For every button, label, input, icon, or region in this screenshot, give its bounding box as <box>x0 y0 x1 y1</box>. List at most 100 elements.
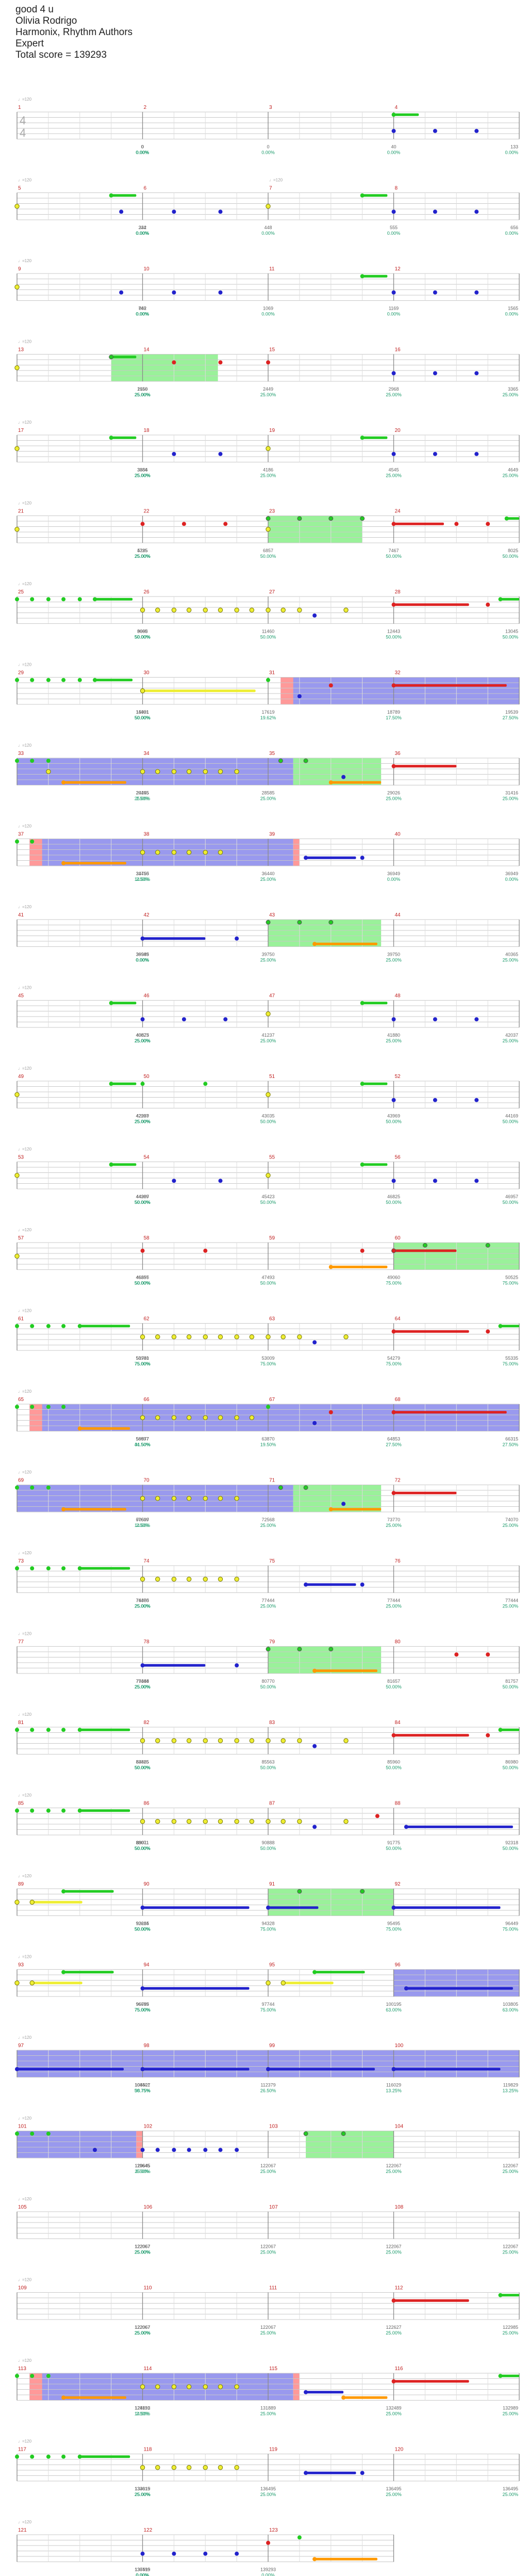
first-measure-score: 749 <box>138 306 146 311</box>
measure-score: 12443 <box>387 629 400 634</box>
note-red <box>360 1248 365 1253</box>
row-end-score: 122067 <box>503 2244 518 2249</box>
measure-score: 46825 <box>387 1194 400 1199</box>
note-yellow <box>140 1334 145 1340</box>
note-green <box>30 1405 35 1409</box>
row-end-score: 31416 <box>505 791 518 796</box>
sustain-tail <box>79 1809 130 1812</box>
row-end-score: 40365 <box>505 952 518 957</box>
note-yellow <box>234 2465 239 2470</box>
measure-number: 96 <box>395 1962 401 1968</box>
note-yellow <box>203 1819 208 1824</box>
measure-number: 68 <box>395 1397 401 1403</box>
measure-percent: 50.00% <box>386 554 402 559</box>
sustain-tail <box>362 1163 388 1166</box>
measure-score: 7467 <box>388 548 399 553</box>
sustain-tail <box>500 1728 519 1731</box>
first-measure-percent: 50.00% <box>135 1927 151 1932</box>
measure-score: 91775 <box>387 1840 400 1845</box>
note-yellow <box>203 607 208 613</box>
note-yellow <box>171 607 177 613</box>
measure-percent: 25.00% <box>386 2330 402 2336</box>
measure-number: 112 <box>395 2285 403 2291</box>
note-yellow <box>280 607 286 613</box>
measure-score: 122627 <box>386 2325 401 2330</box>
measure-percent: 25.00% <box>260 1604 276 1609</box>
measure-score: 70507 <box>136 1517 149 1522</box>
tempo-marker: ♩=120 <box>18 1955 32 1959</box>
note-blue <box>218 210 223 214</box>
measure-number: 65 <box>18 1397 24 1403</box>
note-green <box>109 193 113 198</box>
note-yellow <box>249 1334 255 1340</box>
row-end-percent: 25.00% <box>502 1038 518 1043</box>
first-measure-score: 122067 <box>135 2325 150 2330</box>
tempo-marker: ♩=120 <box>18 340 32 344</box>
measure-number: 23 <box>269 509 275 514</box>
measure-number: 122 <box>144 2527 153 2533</box>
measure-percent: 25.00% <box>260 958 276 963</box>
measure-number: 30 <box>144 670 150 676</box>
measure-percent: 50.00% <box>260 1200 276 1205</box>
note-yellow <box>203 1334 208 1340</box>
measure-score: 44907 <box>136 1194 149 1199</box>
measure-percent: 25.00% <box>386 2250 402 2255</box>
sustain-tail <box>142 1906 250 1909</box>
measure-percent: 50.00% <box>260 1846 276 1851</box>
sustain-tail <box>362 194 388 197</box>
first-measure-score: 124131 <box>135 2406 150 2411</box>
first-measure-percent: 50.00% <box>135 1200 151 1205</box>
note-red <box>391 2298 396 2303</box>
note-green <box>360 436 365 440</box>
measure-number: 74 <box>144 1558 150 1564</box>
note-green <box>77 1324 82 1328</box>
measure-number: 79 <box>269 1639 275 1645</box>
measure-number: 93 <box>18 1962 24 1968</box>
star-power-note <box>278 758 283 763</box>
row-end-score: 96449 <box>505 1921 518 1926</box>
measure-number: 116 <box>395 2366 403 2372</box>
measure-number: 56 <box>395 1155 401 1161</box>
tempo-marker: ♩=120 <box>18 1632 32 1636</box>
measure-percent: 25.00% <box>386 1604 402 1609</box>
measure-score: 42969 <box>136 1114 149 1119</box>
measure-number: 32 <box>395 670 401 676</box>
measure-percent: 19.62% <box>260 715 276 720</box>
star-power-phrase <box>306 2131 394 2158</box>
measure-number: 29 <box>18 670 24 676</box>
row-end-percent: 50.00% <box>502 1846 518 1851</box>
note-yellow <box>234 1334 239 1340</box>
note-blue <box>140 1017 145 1022</box>
note-green <box>266 678 270 682</box>
sustain-tail <box>17 2068 124 2071</box>
note-yellow <box>140 2465 145 2470</box>
tempo-marker: ♩=120 <box>269 178 283 183</box>
song-artist: Olivia Rodrigo <box>15 15 77 26</box>
measure-percent: 50.00% <box>260 1281 276 1286</box>
measure-number: 89 <box>18 1881 24 1887</box>
measure-score: 134619 <box>135 2486 150 2491</box>
row-end-score: 50525 <box>505 1275 518 1280</box>
note-green <box>92 678 97 682</box>
note-green <box>15 1566 19 1571</box>
measure-percent: 50.00% <box>135 1846 151 1851</box>
measure-score: 89011 <box>136 1840 148 1845</box>
tempo-marker: ♩=120 <box>18 501 32 506</box>
solo-section <box>268 2373 293 2401</box>
measure-number: 47 <box>269 993 275 999</box>
measure-percent: 50.00% <box>386 1684 402 1689</box>
measure-score: 94328 <box>261 1921 274 1926</box>
measure-number: 101 <box>18 2124 27 2130</box>
note-yellow <box>218 850 223 855</box>
song-title: good 4 u <box>15 4 54 15</box>
measure-number: 84 <box>395 1720 401 1726</box>
measure-number: 4 <box>395 105 398 110</box>
star-power-note <box>297 1889 302 1894</box>
row-end-percent: 25.00% <box>502 392 518 397</box>
measure-score: 136495 <box>386 2486 401 2491</box>
measure-percent: 75.00% <box>260 1927 276 1932</box>
row-end-percent: 0.00% <box>505 312 518 317</box>
measure-number: 108 <box>395 2204 404 2210</box>
note-yellow <box>280 1334 286 1340</box>
